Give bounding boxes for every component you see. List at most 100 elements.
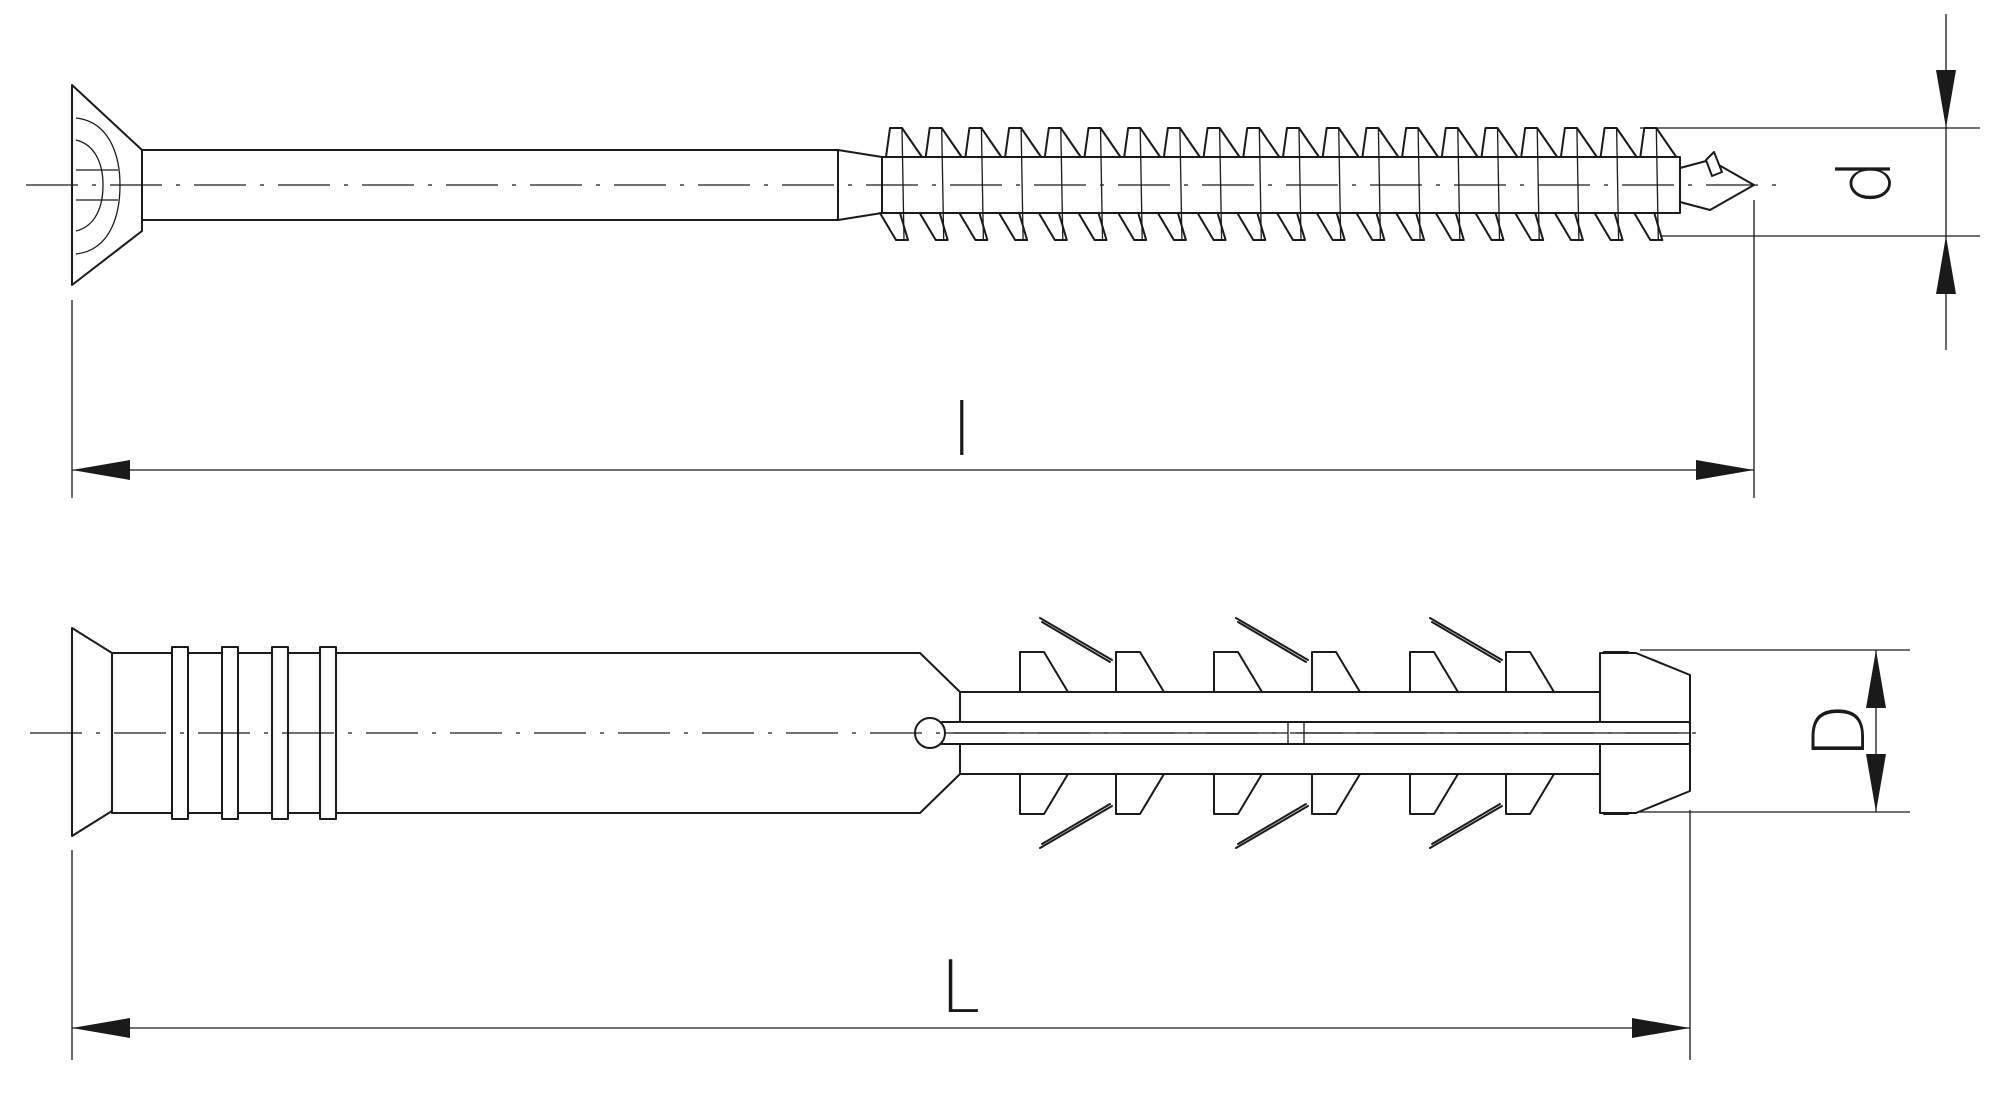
screw-length-label: l (952, 388, 972, 472)
thread-flight (1123, 127, 1162, 158)
thread-flight (958, 212, 989, 241)
thread-helix-line (1060, 127, 1064, 241)
thread-helix-line (980, 127, 985, 241)
thread-flight (964, 127, 1003, 158)
thread-flight (1553, 212, 1584, 241)
thread-flight (1361, 127, 1400, 158)
thread-flight (1077, 212, 1108, 241)
plug-barb-fill (1431, 621, 1501, 663)
plug-tooth (1311, 773, 1361, 815)
thread-helix-line (1139, 127, 1143, 241)
arrow-left-icon (72, 1018, 130, 1038)
thread-flight (1043, 127, 1082, 158)
thread-flight (1593, 212, 1624, 241)
thread-helix-line (1099, 127, 1104, 241)
thread-flight (1474, 212, 1505, 241)
thread-helix-line (1457, 127, 1461, 241)
thread-flight (998, 212, 1029, 241)
plug-collar (71, 627, 113, 837)
plug-barb (1429, 617, 1503, 661)
screw-thread (879, 127, 1681, 241)
thread-flight (1321, 127, 1360, 158)
arrow-down-icon (1866, 754, 1886, 812)
arrow-up-icon (1866, 650, 1886, 708)
thread-flight (1480, 127, 1519, 158)
thread-flight (1440, 127, 1479, 158)
thread-flight (1242, 127, 1281, 158)
screw (26, 84, 1790, 286)
plug-tooth (1213, 773, 1263, 815)
thread-flight (1162, 127, 1201, 158)
thread-helix-line (1655, 127, 1659, 241)
plug-length-label: L (940, 945, 980, 1029)
thread-flight (1639, 127, 1678, 158)
plug (30, 617, 1700, 849)
thread-flight (1117, 212, 1148, 241)
plug-barb-fill (1431, 803, 1501, 845)
thread-helix-line (1258, 127, 1262, 241)
plug-barb (1429, 805, 1503, 849)
thread-flight (885, 127, 923, 158)
arrow-left-icon (72, 460, 130, 480)
thread-flight (1401, 127, 1440, 158)
thread-flight (918, 212, 949, 241)
plug-tooth (1505, 651, 1555, 693)
thread-helix-line (1576, 127, 1580, 241)
thread-flight (1156, 212, 1187, 241)
thread-flight (1633, 212, 1664, 241)
plug-barb (1039, 617, 1113, 661)
plug-barb (1039, 805, 1113, 849)
plug-diameter-dimension: D (1640, 649, 1910, 813)
thread-helix-line (1536, 127, 1540, 241)
thread-flight (924, 127, 963, 158)
plug-tooth (1505, 773, 1555, 815)
screw-head (71, 84, 143, 286)
screw-diameter-dimension: d (1640, 14, 1980, 350)
thread-helix-line (1615, 127, 1620, 241)
thread-flight (1037, 212, 1068, 241)
thread-helix-line (1496, 127, 1501, 241)
plug-tooth (1019, 773, 1069, 815)
thread-flight (1355, 212, 1386, 241)
thread-flight (1514, 212, 1545, 241)
plug-barb (1235, 617, 1309, 661)
plug-length-dimension: L (71, 810, 1691, 1060)
thread-flight (1004, 127, 1043, 158)
thread-flight (1282, 127, 1320, 158)
plug-diameter-label: D (1797, 703, 1881, 758)
thread-helix-line (941, 127, 945, 241)
plug-tooth (1409, 651, 1459, 693)
plug-barb-fill (1041, 621, 1111, 663)
thread-flight (1520, 127, 1559, 158)
thread-flight (879, 212, 909, 241)
thread-flight (1315, 212, 1346, 241)
plug-barb-fill (1237, 803, 1307, 845)
thread-flight (1276, 212, 1306, 241)
arrow-right-icon (1696, 460, 1754, 480)
thread-helix-line (1218, 127, 1223, 241)
thread-flight (1083, 127, 1122, 158)
arrow-right-icon (1632, 1018, 1690, 1038)
thread-helix-line (1020, 127, 1024, 241)
thread-helix-line (1377, 127, 1382, 241)
thread-flight (1434, 212, 1465, 241)
arrow-down-icon (1936, 70, 1956, 128)
screw-length-dimension: l (71, 200, 1755, 498)
plug-tooth (1213, 651, 1263, 693)
thread-helix-line (901, 127, 905, 241)
plug-tooth (1409, 773, 1459, 815)
thread-flight (1599, 127, 1638, 158)
thread-helix-line (1179, 127, 1183, 241)
plug-tooth (1115, 773, 1165, 815)
thread-helix-line (1338, 127, 1342, 241)
thread-flight (1202, 127, 1241, 158)
thread-flight (1395, 212, 1426, 241)
plug-barb-fill (1237, 621, 1307, 663)
plug-barb-fill (1041, 803, 1111, 845)
plug-tooth (1115, 651, 1165, 693)
thread-helix-line (1298, 127, 1302, 241)
arrow-up-icon (1936, 236, 1956, 294)
thread-helix-line (1417, 127, 1421, 241)
screw-diameter-label: d (1823, 159, 1907, 205)
